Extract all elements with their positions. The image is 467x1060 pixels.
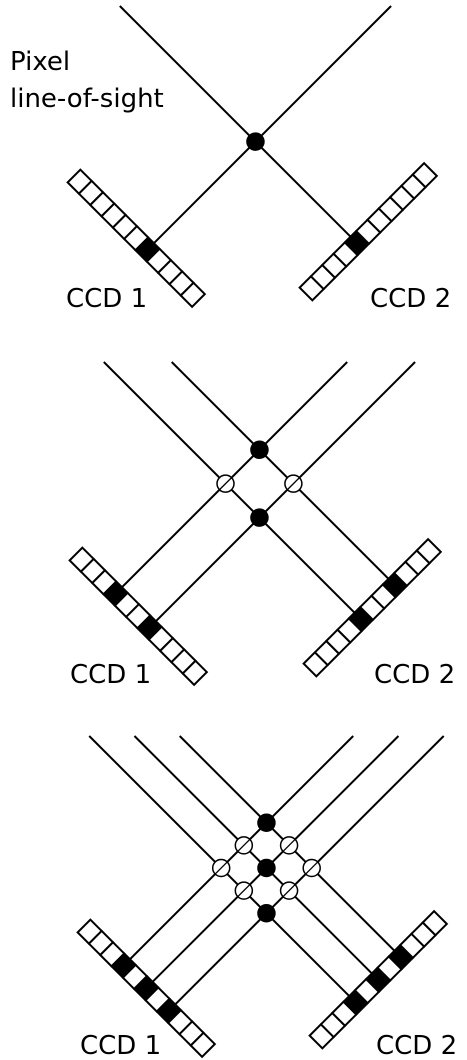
panel3-ccd1-pixel [189,1031,217,1059]
panel3-ccd2-ray-1 [133,735,379,981]
panel3-true-intersection [257,904,276,923]
panel1-true-intersection [246,132,265,151]
panel2-true-intersection [250,440,269,459]
panel3-ghost-cross [282,884,296,898]
panel3-true-intersection [257,813,276,832]
panel2-ccd1-ray-1 [148,361,416,629]
panel1-ccd1-pixel [179,281,207,309]
panel2-ccd2-ray-0 [103,361,362,620]
panel3-ghost-cross [282,838,296,852]
panel1-ccd2-ray-0 [119,5,358,244]
panel3-ghost-cross [305,861,319,875]
panel3-ccd2-pixel [421,909,449,937]
panel3-ccd2-label: CCD 2 [376,1031,457,1060]
panel2-ghost-cross [219,477,232,491]
panel1-ccd2-pixel [411,161,439,189]
labels-layer: Pixel line-of-sight CCD 1 CCD 2 CCD 1 CC… [10,47,457,1060]
panel2-ccd2-pixel [415,537,443,565]
panel3-true-intersection [257,858,276,878]
panel3-ghost-cross [237,884,251,898]
panel1-ccd1-ray-0 [146,5,392,251]
intersections-layer [211,132,321,923]
panel2-ccd2-label: CCD 2 [374,660,455,690]
ccds-layer [66,161,449,1059]
panel3-ccd1-label: CCD 1 [80,1031,161,1060]
annotation-line1: Pixel [10,47,70,77]
panel1-ccd2-label: CCD 2 [370,284,451,314]
panel2-ccd1-label: CCD 1 [70,660,151,690]
panel2-ccd2-ray-1 [170,361,396,586]
annotation-line2: line-of-sight [10,84,164,114]
panel2-ghost-cross [286,477,300,491]
panel3-ghost-cross [214,861,228,875]
panel1-ccd1-label: CCD 1 [66,284,147,314]
panel2-ccd1-pixel [181,659,209,687]
panel2-true-intersection [250,508,269,527]
panel3-ghost-cross [237,838,251,852]
